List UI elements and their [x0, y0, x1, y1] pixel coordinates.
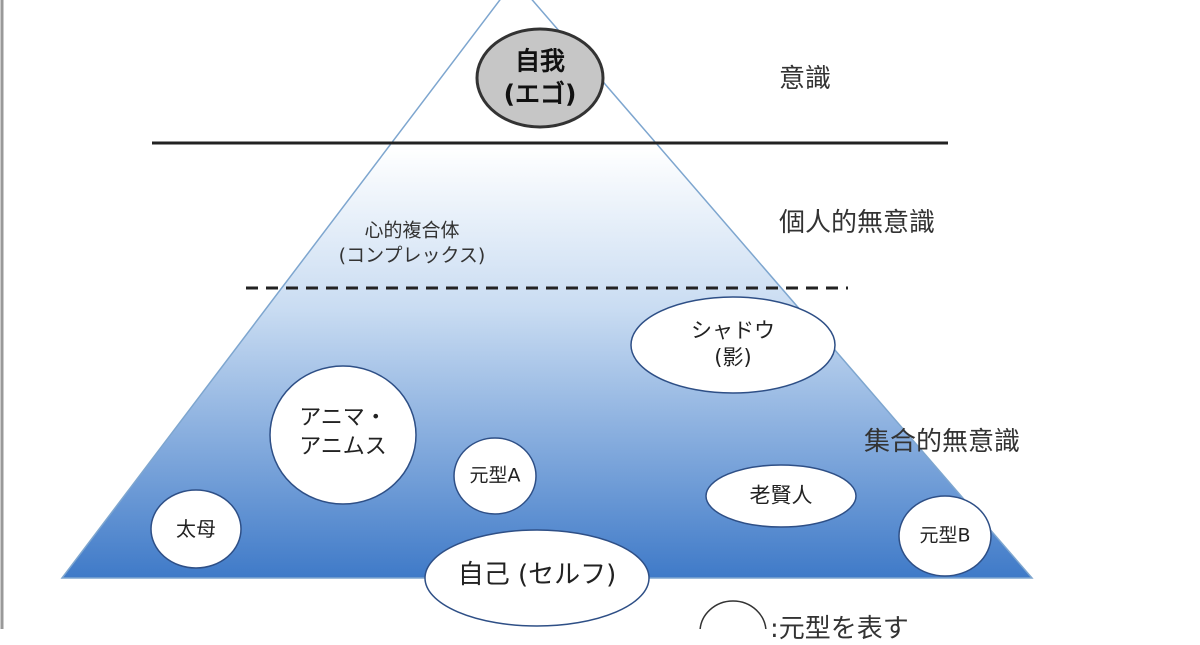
- anima-label-line2: アニムス: [299, 434, 387, 459]
- anima-ellipse: [269, 365, 417, 505]
- shadow-ellipse: [630, 296, 836, 394]
- archetype-a-label: 元型A: [469, 464, 521, 487]
- shadow-label-line2: (影): [714, 346, 752, 370]
- archetype-a-ellipse: [453, 437, 537, 515]
- anima-label: アニマ・ アニムス: [299, 404, 387, 461]
- anima-label-line1: アニマ・: [299, 405, 387, 431]
- great-mother-ellipse: [150, 489, 242, 569]
- archetype-b-label: 元型B: [919, 524, 971, 547]
- wise-old-man-ellipse: [705, 464, 857, 528]
- legend-circle: [699, 600, 767, 629]
- layer-label-personal-unconscious: 個人的無意識: [779, 208, 936, 238]
- legend-text: :元型を表す: [770, 614, 909, 644]
- layer-label-conscious: 意識: [779, 64, 832, 94]
- shadow-label: シャドウ (影): [691, 318, 775, 373]
- self-label: 自己 (セルフ): [457, 560, 617, 591]
- self-ellipse: [424, 529, 650, 627]
- layer-label-collective-unconscious: 集合的無意識: [864, 427, 1021, 457]
- complex-label: 心的複合体 (コンプレックス): [339, 218, 486, 267]
- complex-label-line1: 心的複合体: [364, 219, 460, 242]
- archetype-b-ellipse: [898, 495, 992, 577]
- pyramid-diagram: [0, 0, 1034, 629]
- great-mother-label: 太母: [176, 517, 216, 541]
- ego-label-line1: 自我: [514, 46, 566, 76]
- ego-label: 自我 (エゴ): [504, 46, 577, 111]
- complex-label-line2: (コンプレックス): [338, 244, 486, 266]
- shadow-label-line1: シャドウ: [691, 318, 775, 343]
- wise-old-man-label: 老賢人: [749, 483, 813, 508]
- ego-ellipse: [475, 27, 605, 129]
- ego-label-line2: (エゴ): [503, 79, 577, 108]
